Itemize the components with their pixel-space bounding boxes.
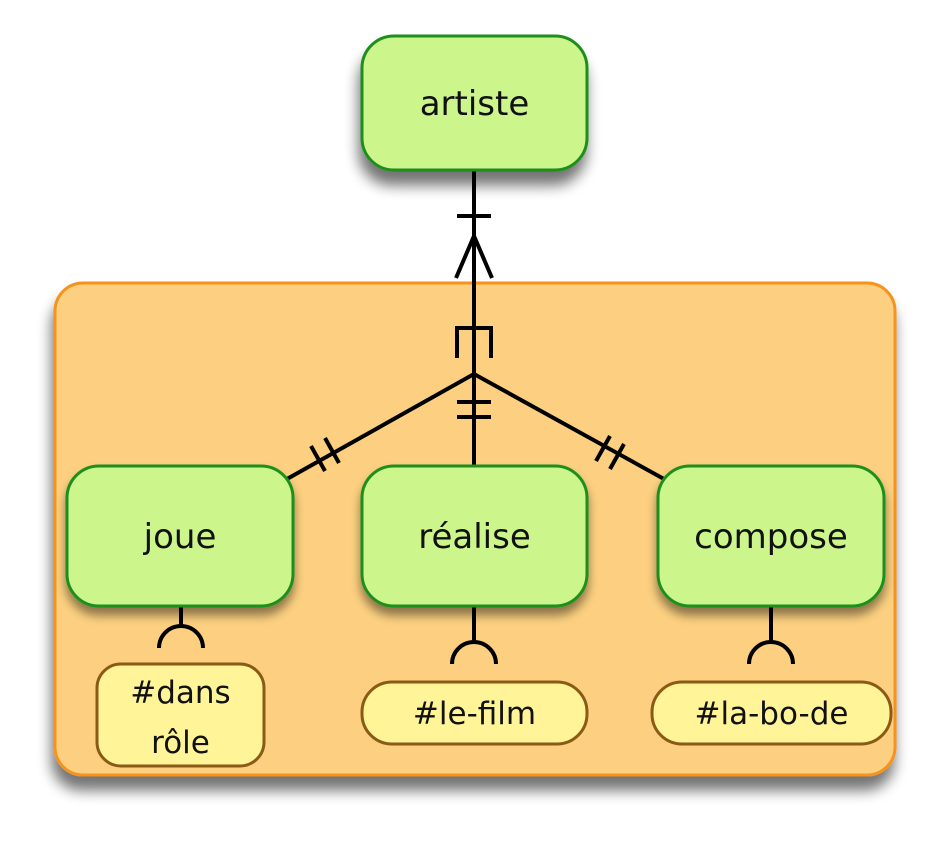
connector-hub-to-realise (457, 374, 491, 466)
connector-joue-to-attribute (157, 606, 205, 649)
attribute-joue[interactable]: #dans rôle (95, 662, 266, 768)
attribute-compose-label: #la-bo-de (695, 696, 849, 732)
entity-compose-label: compose (694, 517, 848, 557)
hub-bracket-symbol (455, 326, 493, 358)
attribute-compose[interactable]: #la-bo-de (650, 680, 893, 746)
entity-realise[interactable]: réalise (360, 464, 589, 608)
attribute-joue-line1: #dans (130, 675, 230, 711)
entity-artiste-label: artiste (420, 84, 530, 124)
attribute-joue-line2: rôle (151, 725, 210, 761)
entity-realise-label: réalise (418, 517, 531, 557)
connector-realise-to-attribute (450, 606, 498, 665)
connector-hub-to-joue (286, 372, 475, 481)
entity-joue[interactable]: joue (65, 464, 295, 608)
connector-hub-to-compose (473, 372, 665, 481)
entity-artiste[interactable]: artiste (360, 34, 589, 172)
attribute-realise[interactable]: #le-film (360, 680, 589, 746)
attribute-realise-label: #le-film (413, 696, 536, 732)
connector-compose-to-attribute (747, 606, 795, 665)
entity-compose[interactable]: compose (656, 464, 886, 608)
entity-joue-label: joue (143, 517, 217, 557)
